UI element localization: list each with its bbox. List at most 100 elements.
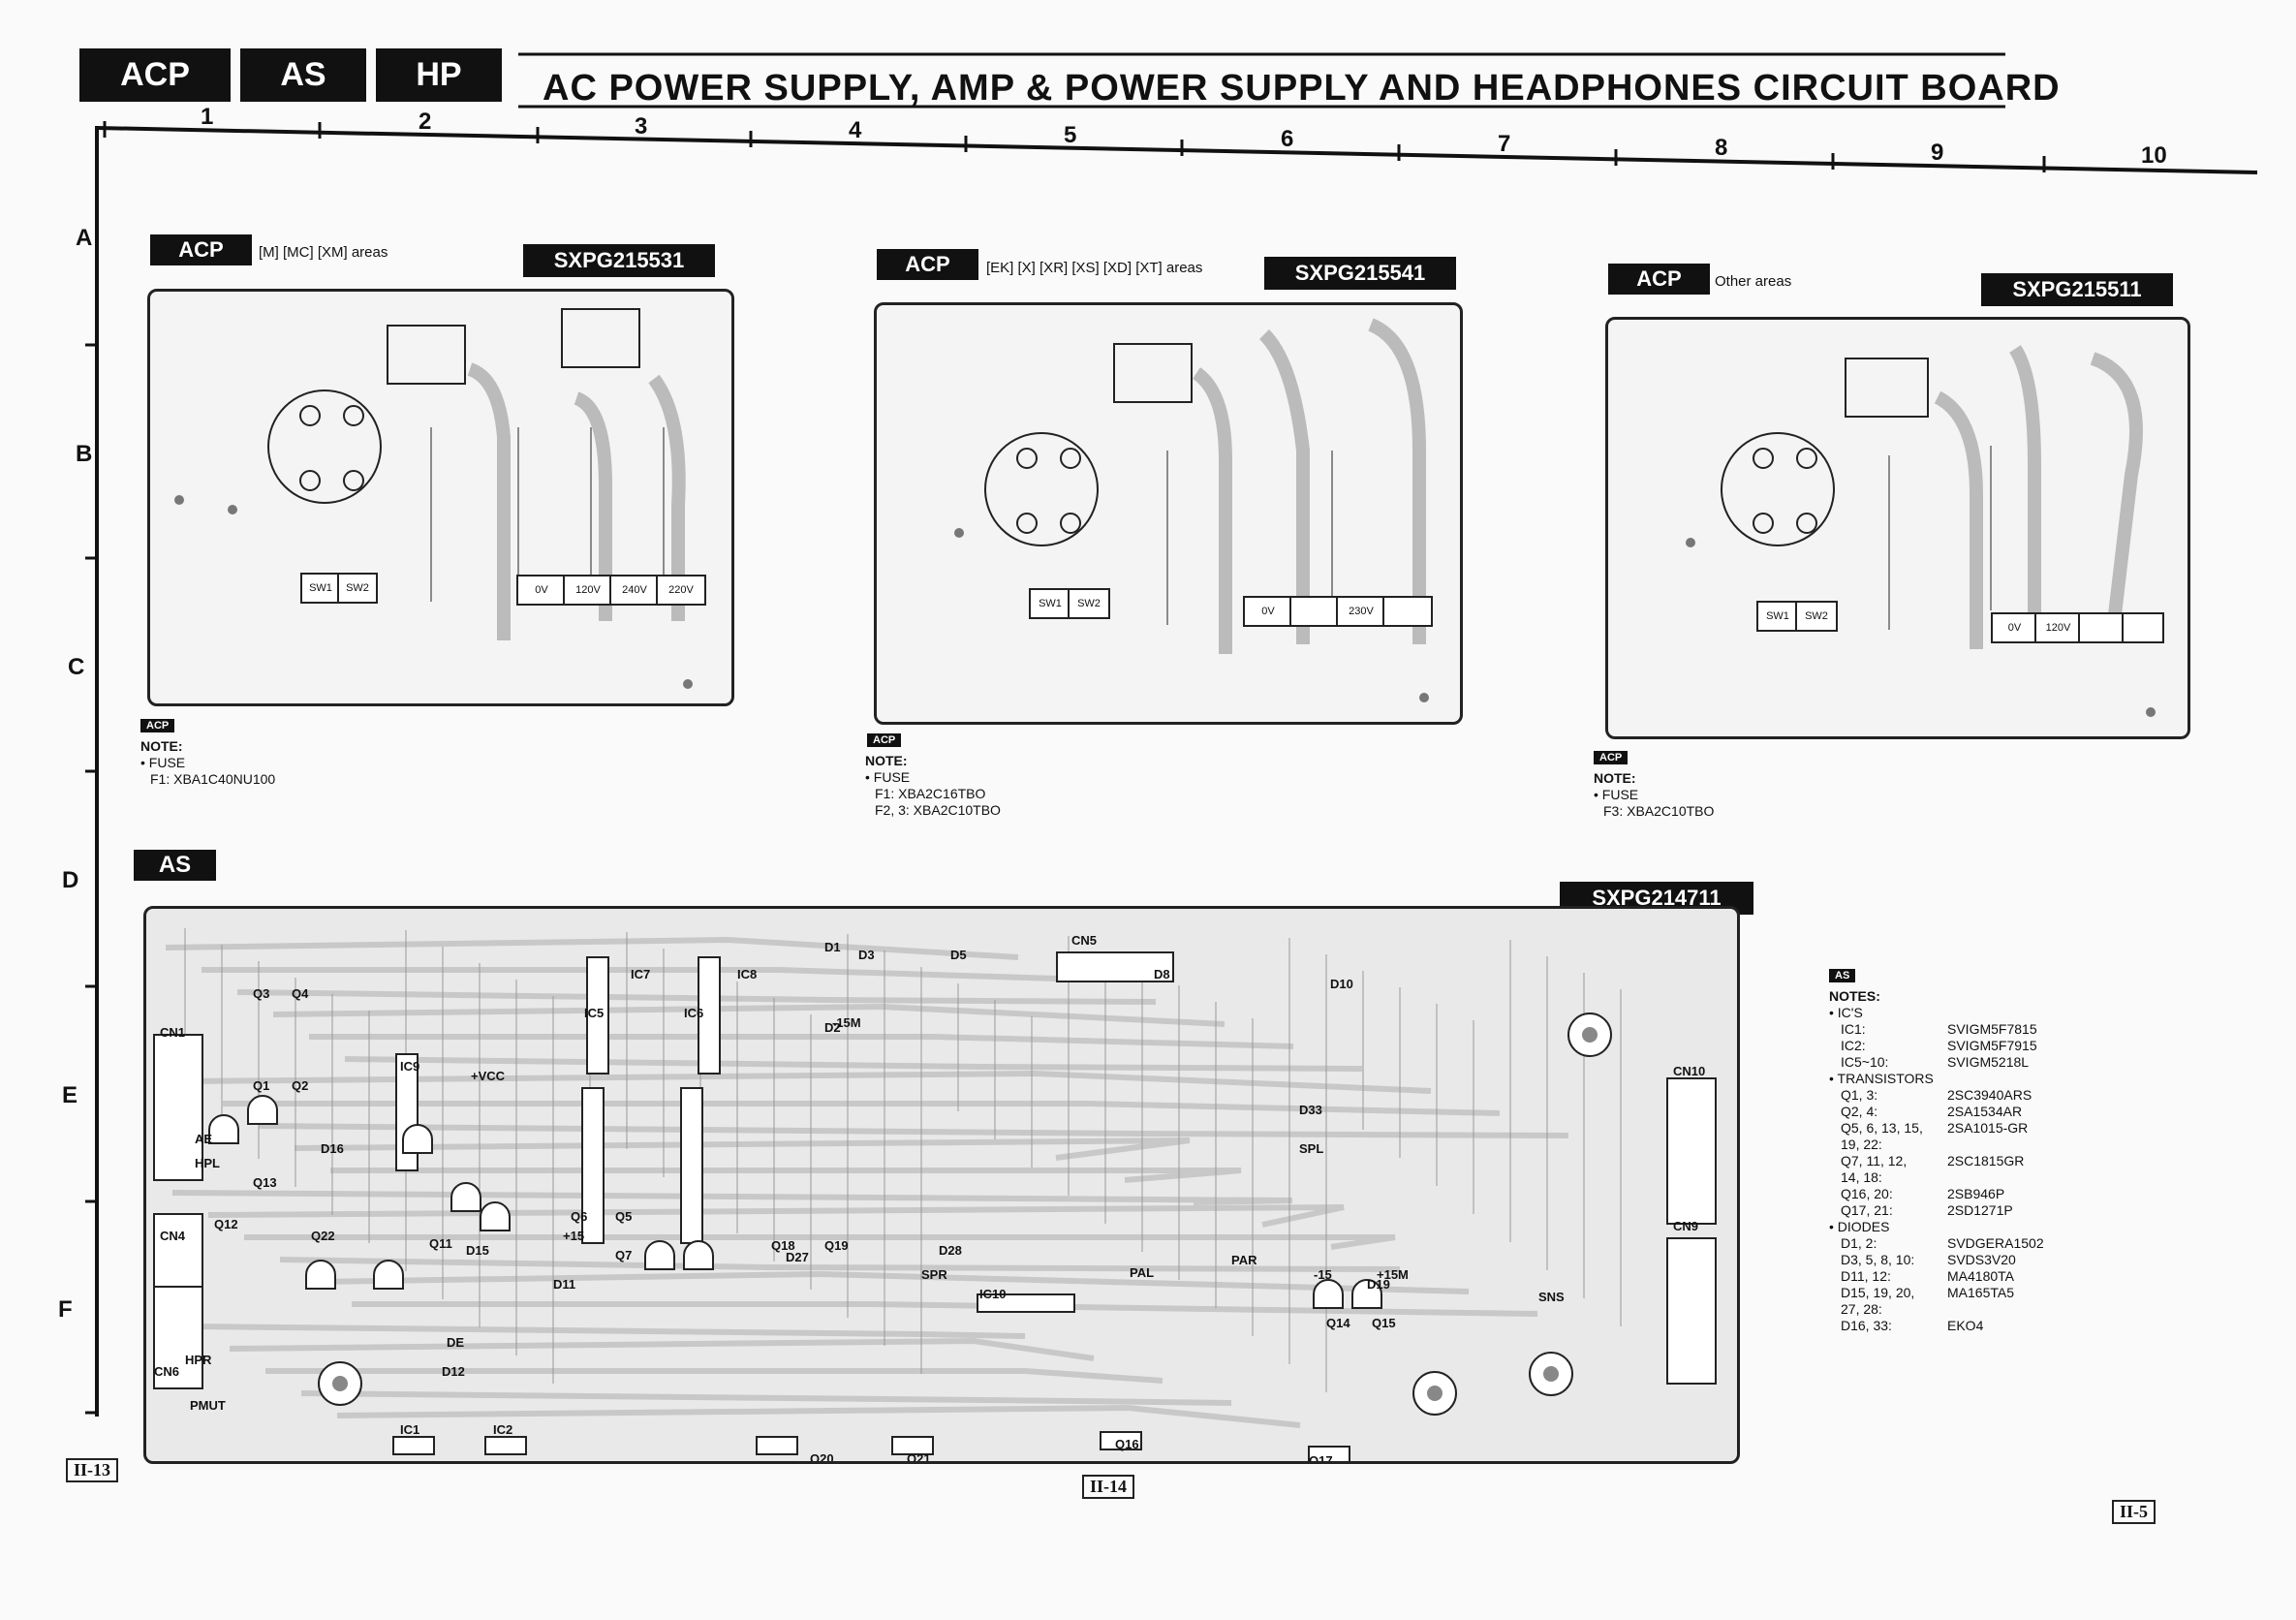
as-notes-row: Q16, 20:2SB946P [1841, 1186, 2005, 1201]
as-component-label: DE [447, 1335, 465, 1350]
as-notes-row: D11, 12:MA4180TA [1841, 1268, 2014, 1284]
acp-board-3: SW1 SW2 0V 120V [1605, 317, 2190, 739]
as-notes-row: Q5, 6, 13, 15,2SA1015-GR [1841, 1120, 2029, 1136]
as-component-label: Q5 [615, 1209, 633, 1224]
as-component-label: CN10 [1673, 1064, 1706, 1078]
as-component-label: +15 [563, 1229, 585, 1243]
board2-traces [954, 318, 1429, 702]
as-component-label: Q21 [907, 1451, 931, 1464]
header-tag-hp: HP [376, 48, 502, 102]
as-notes-row: Q7, 11, 12,2SC1815GR [1841, 1153, 2025, 1168]
as-component-label: -15M [832, 1015, 861, 1030]
row-label: D [62, 867, 79, 893]
as-component-label: Q13 [253, 1175, 277, 1190]
as-notes-row: IC1:SVIGM5F7815 [1841, 1021, 2037, 1037]
as-component-label: Q19 [824, 1238, 849, 1253]
as-notes-row: D15, 19, 20,MA165TA5 [1841, 1285, 2014, 1300]
as-component-label: HPR [185, 1353, 212, 1367]
as-component-label: D8 [1154, 967, 1170, 981]
col-label: 7 [1498, 131, 1511, 157]
cn1-pin: SW2 [1068, 588, 1110, 619]
cn2-pin: 120V [2034, 612, 2082, 643]
as-component-label: IC9 [400, 1059, 420, 1074]
as-component-label: IC8 [737, 967, 758, 981]
as-notes-row: Q17, 21:2SD1271P [1841, 1202, 2013, 1218]
as-component-label: IC2 [493, 1422, 513, 1437]
col-label: 8 [1715, 135, 1728, 161]
as-notes-title: NOTES: [1829, 988, 1880, 1004]
board3-note: NOTE: • FUSE F3: XBA2C10TBO [1594, 770, 1715, 819]
board3-area: Other areas [1715, 273, 1792, 290]
col-label: 2 [419, 109, 432, 135]
as-component-label: HPL [195, 1156, 220, 1170]
as-component-label: Q12 [214, 1217, 238, 1231]
board1-note: NOTE: • FUSE F1: XBA1C40NU100 [140, 738, 276, 787]
cn2-pin [2122, 612, 2164, 643]
page-ref-center: II-14 [1082, 1475, 1135, 1499]
as-component-label: D16 [321, 1141, 344, 1156]
as-component-label: D33 [1299, 1103, 1322, 1117]
board1-part-number: SXPG215531 [523, 244, 715, 277]
col-label: 1 [201, 104, 214, 130]
cn1-pin: SW2 [337, 573, 378, 604]
cn2-pin [2078, 612, 2125, 643]
row-label: E [62, 1082, 78, 1108]
as-component-label: PMUT [190, 1398, 226, 1413]
col-label: 5 [1064, 122, 1077, 148]
as-component-label: SPL [1299, 1141, 1324, 1156]
board1-traces [174, 308, 693, 689]
cn1-pin: SW2 [1795, 601, 1838, 632]
as-notes-row: 19, 22: [1841, 1137, 1882, 1152]
col-label: 10 [2141, 142, 2167, 169]
cn2-pin [1289, 596, 1340, 627]
as-notes-section-head: • TRANSISTORS [1829, 1071, 1934, 1086]
board2-tag: ACP [877, 249, 978, 280]
as-component-label: CN6 [154, 1364, 180, 1379]
as-component-label: CN5 [1071, 933, 1098, 948]
as-component-label: AE [195, 1132, 213, 1146]
as-component-label: Q3 [253, 986, 270, 1001]
as-notes-tag: AS [1829, 969, 1856, 982]
as-component-label: D19 [1367, 1277, 1390, 1292]
as-component-label: -15 [1314, 1267, 1332, 1282]
as-component-label: D12 [442, 1364, 465, 1379]
as-component-label: Q14 [1326, 1316, 1350, 1330]
row-label: B [76, 441, 93, 467]
as-component-label: D28 [939, 1243, 962, 1258]
as-notes-row: D16, 33:EKO4 [1841, 1318, 1984, 1333]
row-label: C [68, 654, 85, 680]
header-tag-acp: ACP [79, 48, 231, 102]
as-component-label: D10 [1330, 977, 1353, 991]
as-component-label: IC6 [684, 1006, 704, 1020]
as-component-label: D1 [824, 940, 841, 954]
as-component-label: IC10 [979, 1287, 1007, 1301]
cn1-pin: SW1 [300, 573, 341, 604]
as-component-label: Q2 [292, 1078, 309, 1093]
as-component-label: D27 [786, 1250, 809, 1264]
as-component-label: Q18 [771, 1238, 795, 1253]
as-component-label: SNS [1538, 1290, 1565, 1304]
as-component-label: SPR [921, 1267, 947, 1282]
cn1-pin: SW1 [1756, 601, 1799, 632]
as-component-label: D2 [824, 1020, 841, 1035]
as-notes-section-head: • DIODES [1829, 1219, 1890, 1234]
as-component-label: Q17 [1309, 1453, 1333, 1464]
row-label: F [58, 1296, 73, 1323]
as-component-label: Q6 [571, 1209, 588, 1224]
cn2-pin: 120V [563, 575, 613, 606]
as-component-label: D11 [553, 1277, 576, 1292]
board2-part-number: SXPG215541 [1264, 257, 1456, 290]
col-label: 6 [1281, 126, 1294, 152]
acp-board-2: SW1 SW2 0V 230V [874, 302, 1463, 725]
cn2-pin: 0V [1243, 596, 1293, 627]
as-component-label: Q20 [810, 1451, 834, 1464]
as-component-label: PAL [1130, 1265, 1155, 1280]
page-ref-right: II-5 [2112, 1500, 2156, 1524]
cn2-pin: 240V [609, 575, 660, 606]
as-notes-row: 14, 18: [1841, 1169, 1882, 1185]
as-component-label: IC7 [631, 967, 651, 981]
page-title: AC POWER SUPPLY, AMP & POWER SUPPLY AND … [543, 68, 2061, 109]
as-notes-section-head: • IC'S [1829, 1005, 1863, 1020]
